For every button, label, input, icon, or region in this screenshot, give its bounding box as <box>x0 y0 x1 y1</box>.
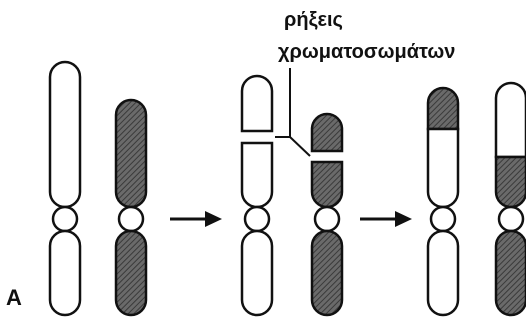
arrow-right <box>170 211 222 227</box>
recombined-chromosome-light-body <box>426 86 460 317</box>
recombined-chromosome-shaded-body <box>494 81 526 317</box>
broken-shaded-chromosome <box>310 112 344 317</box>
annotation-line-2: χρωματοσωμάτων <box>278 41 456 63</box>
broken-light-chromosome <box>240 74 274 317</box>
light-chromosome <box>48 60 82 317</box>
break-pointer-lines <box>275 68 311 157</box>
arrow-right <box>360 211 412 227</box>
shaded-chromosome <box>114 98 148 317</box>
annotation-line-1: ρήξεις <box>284 9 343 31</box>
panel-label: A <box>6 285 22 310</box>
